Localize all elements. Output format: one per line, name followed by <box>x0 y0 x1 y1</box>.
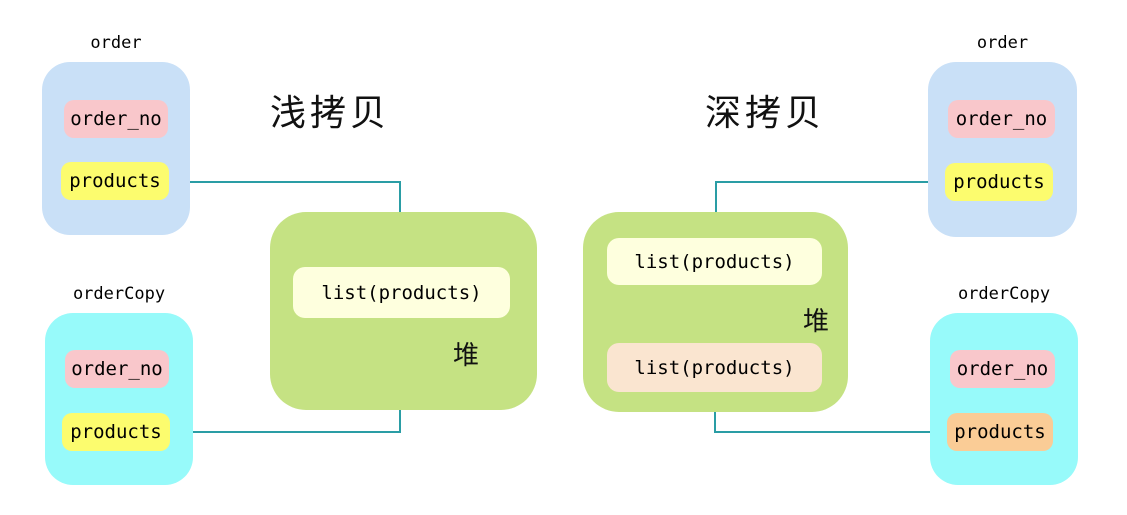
shallow-order-entity: order_no products <box>42 62 190 235</box>
deep-ordercopy-label: orderCopy <box>957 284 1051 304</box>
deep-heap-list-products-ordercopy: list(products) <box>607 343 822 392</box>
deep-order-label: order <box>976 33 1029 53</box>
shallow-ordercopy-entity: order_no products <box>45 313 193 485</box>
shallow-ordercopy-field-order-no: order_no <box>65 350 169 388</box>
shallow-heap-box: list(products) 堆 <box>270 212 537 410</box>
deep-order-field-order-no: order_no <box>948 100 1055 138</box>
shallow-heap-list-products: list(products) <box>293 267 510 318</box>
shallow-copy-title: 浅拷贝 <box>269 93 390 134</box>
deep-order-field-products: products <box>945 163 1053 201</box>
deep-ordercopy-field-products: products <box>947 413 1053 451</box>
shallow-heap-label: 堆 <box>453 341 480 371</box>
shallow-order-label: order <box>90 33 142 53</box>
shallow-order-field-products: products <box>61 162 169 200</box>
shallow-order-field-order-no: order_no <box>64 100 168 138</box>
deep-ordercopy-field-order-no: order_no <box>950 350 1055 388</box>
deep-order-entity: order_no products <box>928 62 1077 237</box>
deep-heap-label: 堆 <box>803 307 830 337</box>
deep-ordercopy-entity: order_no products <box>930 313 1078 485</box>
shallow-ordercopy-field-products: products <box>62 413 170 451</box>
deep-copy-title: 深拷贝 <box>704 93 825 134</box>
shallow-ordercopy-label: orderCopy <box>72 284 166 304</box>
deep-heap-list-products-order: list(products) <box>607 238 822 285</box>
deep-heap-box: list(products) 堆 list(products) <box>583 212 848 412</box>
